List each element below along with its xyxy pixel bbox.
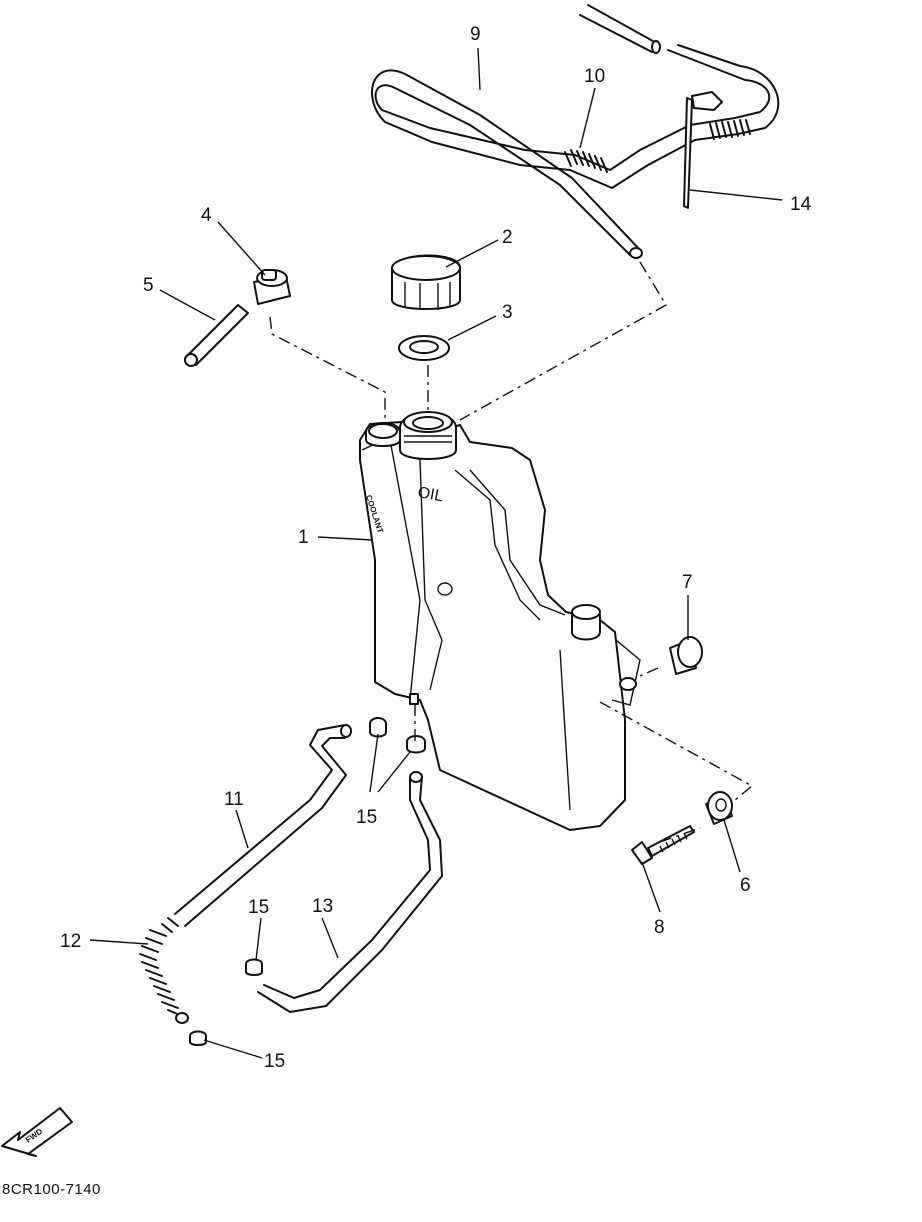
- callout-6: 6: [740, 875, 751, 896]
- callout-3: 3: [502, 302, 513, 323]
- spring-clip-14-coil: [709, 119, 751, 140]
- hose-11: [174, 724, 352, 927]
- callout-13: 13: [312, 896, 334, 917]
- tank-marking-oil: OIL: [416, 484, 444, 505]
- forward-arrow-icon: FWD: [1, 1107, 73, 1157]
- hose-bracket-14: [683, 91, 723, 209]
- callout-9: 9: [470, 24, 481, 45]
- grommet-7: [669, 636, 703, 675]
- callout-1: 1: [298, 527, 309, 548]
- assembly-lines: [269, 261, 754, 843]
- leader-lines: [89, 47, 783, 1059]
- hose-5: [184, 304, 249, 367]
- callout-8: 8: [654, 917, 665, 938]
- callout-14: 14: [790, 194, 812, 215]
- callout-15-upper: 15: [356, 807, 378, 828]
- callout-10: 10: [584, 66, 606, 87]
- reservoir-tank-1: OIL COOLANT: [359, 411, 641, 831]
- bolt-8: [631, 825, 695, 865]
- callout-11: 11: [224, 789, 244, 810]
- callout-5: 5: [143, 275, 154, 296]
- callout-7: 7: [682, 572, 693, 593]
- collar-6: [705, 791, 733, 825]
- diagram-code: 8CR100-7140: [2, 1181, 101, 1198]
- callout-15-lower: 15: [264, 1051, 286, 1072]
- coolant-cap-4: [253, 269, 291, 305]
- callout-12: 12: [60, 931, 82, 952]
- filler-cap-2: [391, 254, 461, 310]
- gasket-3: [398, 335, 450, 361]
- hose-13: [257, 771, 443, 1013]
- callout-15-middle: 15: [248, 897, 270, 918]
- callout-4: 4: [201, 205, 212, 226]
- hose-clip-15: [189, 717, 426, 1046]
- spring-clip-12: [139, 917, 189, 1024]
- spring-clip-10: [564, 149, 608, 173]
- callout-2: 2: [502, 227, 513, 248]
